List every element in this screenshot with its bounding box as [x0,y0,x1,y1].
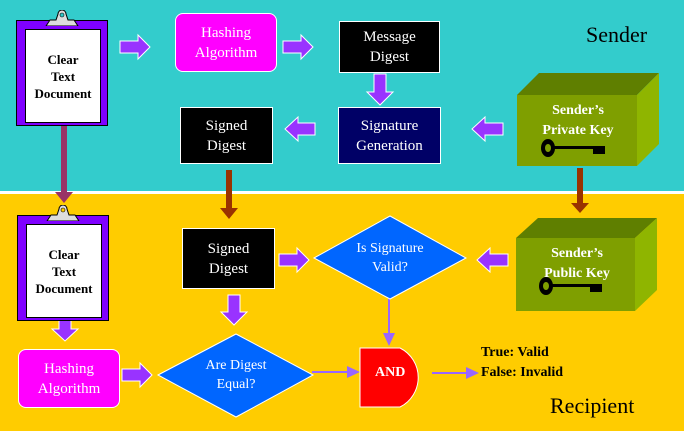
key-line: Private Key [542,123,614,138]
box-line: Message [363,29,416,45]
key-line: Sender’s [552,103,604,118]
is-signature-valid-label: Is Signature Valid? [330,239,450,277]
private-key-cube [517,73,659,166]
arrow-doc-to-hash [119,34,151,60]
doc-line: Text [50,68,76,84]
and-gate-label: AND [375,365,406,380]
arrowhead-and-to-result [466,367,479,379]
box-line: Signature [360,117,419,134]
arrow-hash-to-digest [282,34,314,60]
are-digest-equal-label: Are Digest Equal? [176,356,296,394]
box-line: Digest [206,137,247,154]
clipboard-clip-icon [46,205,80,221]
and-gate-shape [359,347,419,408]
box-line: Digest [369,49,410,65]
key-line: Sender’s [551,246,603,261]
box-line: Signed [205,117,248,134]
connector-signed-to-recipient [220,170,238,219]
recipient-clear-text-document: Clear Text Document [17,205,109,321]
arrow-signed-to-equal [219,294,249,326]
private-key-icon [541,139,605,157]
sender-clear-text-document: Clear Text Document [16,10,108,126]
connector-doc-to-recipient-doc [55,121,73,203]
diamond-line: Is Signature [356,241,424,256]
box-line: Hashing [44,360,94,377]
arrow-signed-to-isvalid [278,247,310,273]
box-line: Digest [208,260,249,277]
diamond-line: Are Digest [205,358,267,373]
doc-line: Text [51,263,77,279]
clipboard-paper: Clear Text Document [26,224,102,318]
are-digest-equal-diamond [156,333,315,418]
is-signature-valid-diamond [312,215,468,300]
arrowhead-equal-to-and [347,366,360,378]
box-line: Signed [207,240,250,257]
sender-zone-label: Sender [586,22,648,47]
doc-line: Document [34,85,92,101]
connector-privkey-to-pubkey [571,168,589,213]
key-line: Public Key [544,266,610,281]
arrow-pubkey-to-isvalid [476,246,509,274]
arrow-siggen-to-signed [284,115,316,143]
doc-line: Document [35,280,93,296]
box-line: Generation [356,137,423,154]
public-key-cube [516,218,657,311]
public-key-icon [539,277,602,295]
arrow-privkey-to-siggen [471,115,504,143]
diamond-line: Valid? [372,260,408,275]
recipient-zone-label: Recipient [550,393,635,418]
arrow-hash-to-equal [121,362,153,388]
clipboard-paper: Clear Text Document [25,29,101,123]
clipboard-board: Clear Text Document [16,20,108,126]
box-line: Algorithm [37,380,101,397]
arrowhead-isvalid-to-and [383,333,395,346]
clipboard-board: Clear Text Document [17,215,109,321]
box-line: Algorithm [194,44,258,61]
doc-line: Clear [48,246,80,262]
result-false-label: False: Invalid [481,365,564,380]
arrow-digest-to-siggen [365,73,395,106]
clipboard-clip-icon [45,10,79,26]
box-line: Hashing [201,24,251,41]
result-true-label: True: Valid [481,345,549,360]
diamond-line: Equal? [216,377,256,392]
doc-line: Clear [47,51,79,67]
